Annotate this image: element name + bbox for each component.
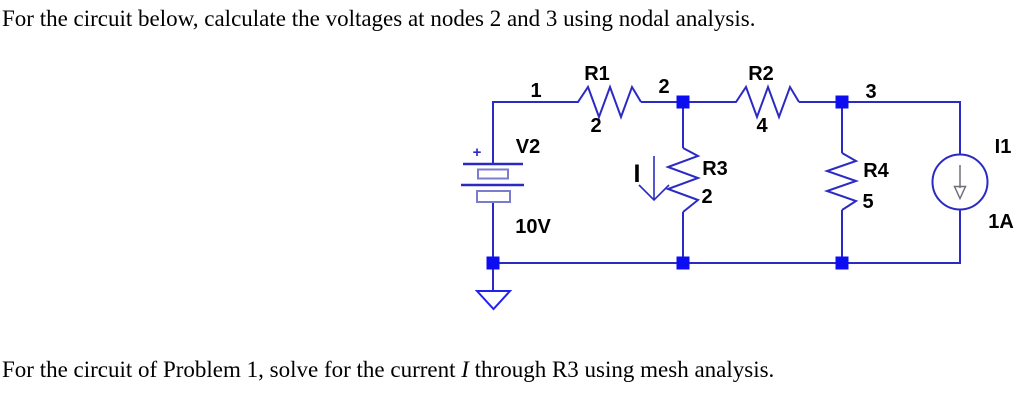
problem2-current-symbol: I — [461, 357, 469, 382]
resistor-r3 — [665, 147, 701, 213]
node1-label: 1 — [530, 80, 541, 102]
problem2-suffix: through R3 using mesh analysis. — [468, 357, 775, 382]
problem2-statement: For the circuit of Problem 1, solve for … — [2, 357, 774, 383]
component-labels: 1 2 3 R1 2 R2 4 R3 2 R4 5 V2 10V I1 1A I — [515, 63, 1014, 238]
battery-cell-1 — [477, 168, 509, 180]
i1-ref-label: I1 — [995, 136, 1012, 158]
plus-icon: + — [473, 144, 482, 161]
current-i-label: I — [634, 160, 641, 188]
current-arrow-head — [638, 184, 670, 202]
r4-value-label: 5 — [862, 191, 873, 213]
r1-ref-label: R1 — [584, 63, 610, 85]
problem1-statement: For the circuit below, calculate the vol… — [2, 6, 755, 32]
r2-value-label: 4 — [756, 115, 768, 137]
node-square-r3-bottom — [676, 256, 690, 270]
r3-ref-label: R3 — [702, 158, 728, 180]
node-square-r4-bottom — [835, 256, 849, 270]
battery-polarity: + — [473, 144, 482, 161]
wire-bottom — [493, 210, 961, 264]
r2-ref-label: R2 — [748, 63, 774, 85]
battery-cell-2 — [476, 190, 511, 203]
node-squares — [486, 95, 849, 270]
node-square-ground — [486, 256, 500, 270]
source-arrow-head — [953, 185, 967, 201]
ground-triangle — [474, 290, 513, 311]
resistor-r4 — [823, 152, 860, 211]
problem2-prefix: For the circuit of Problem 1, solve for … — [2, 357, 462, 382]
resistor-r2 — [731, 84, 800, 120]
current-arrow-i — [638, 156, 670, 202]
r1-value-label: 2 — [590, 115, 601, 137]
node3-label: 3 — [865, 81, 876, 103]
wire-top-right — [799, 101, 961, 155]
r3-value-label: 2 — [701, 186, 712, 208]
node2-label: 2 — [658, 76, 669, 98]
battery-cells — [476, 168, 511, 203]
v2-value-label: 10V — [515, 216, 551, 238]
v2-ref-label: V2 — [516, 136, 540, 158]
node-square-2 — [676, 95, 690, 109]
r4-ref-label: R4 — [863, 160, 889, 182]
circuit-wires — [461, 84, 989, 291]
ground-icon — [474, 290, 513, 311]
problem1-text: For the circuit below, calculate the vol… — [2, 6, 756, 31]
node-square-3 — [835, 95, 849, 109]
resistor-r1 — [573, 84, 642, 120]
i1-value-label: 1A — [988, 211, 1014, 233]
current-source-arrow — [953, 165, 967, 201]
wire-top-left — [492, 101, 573, 165]
